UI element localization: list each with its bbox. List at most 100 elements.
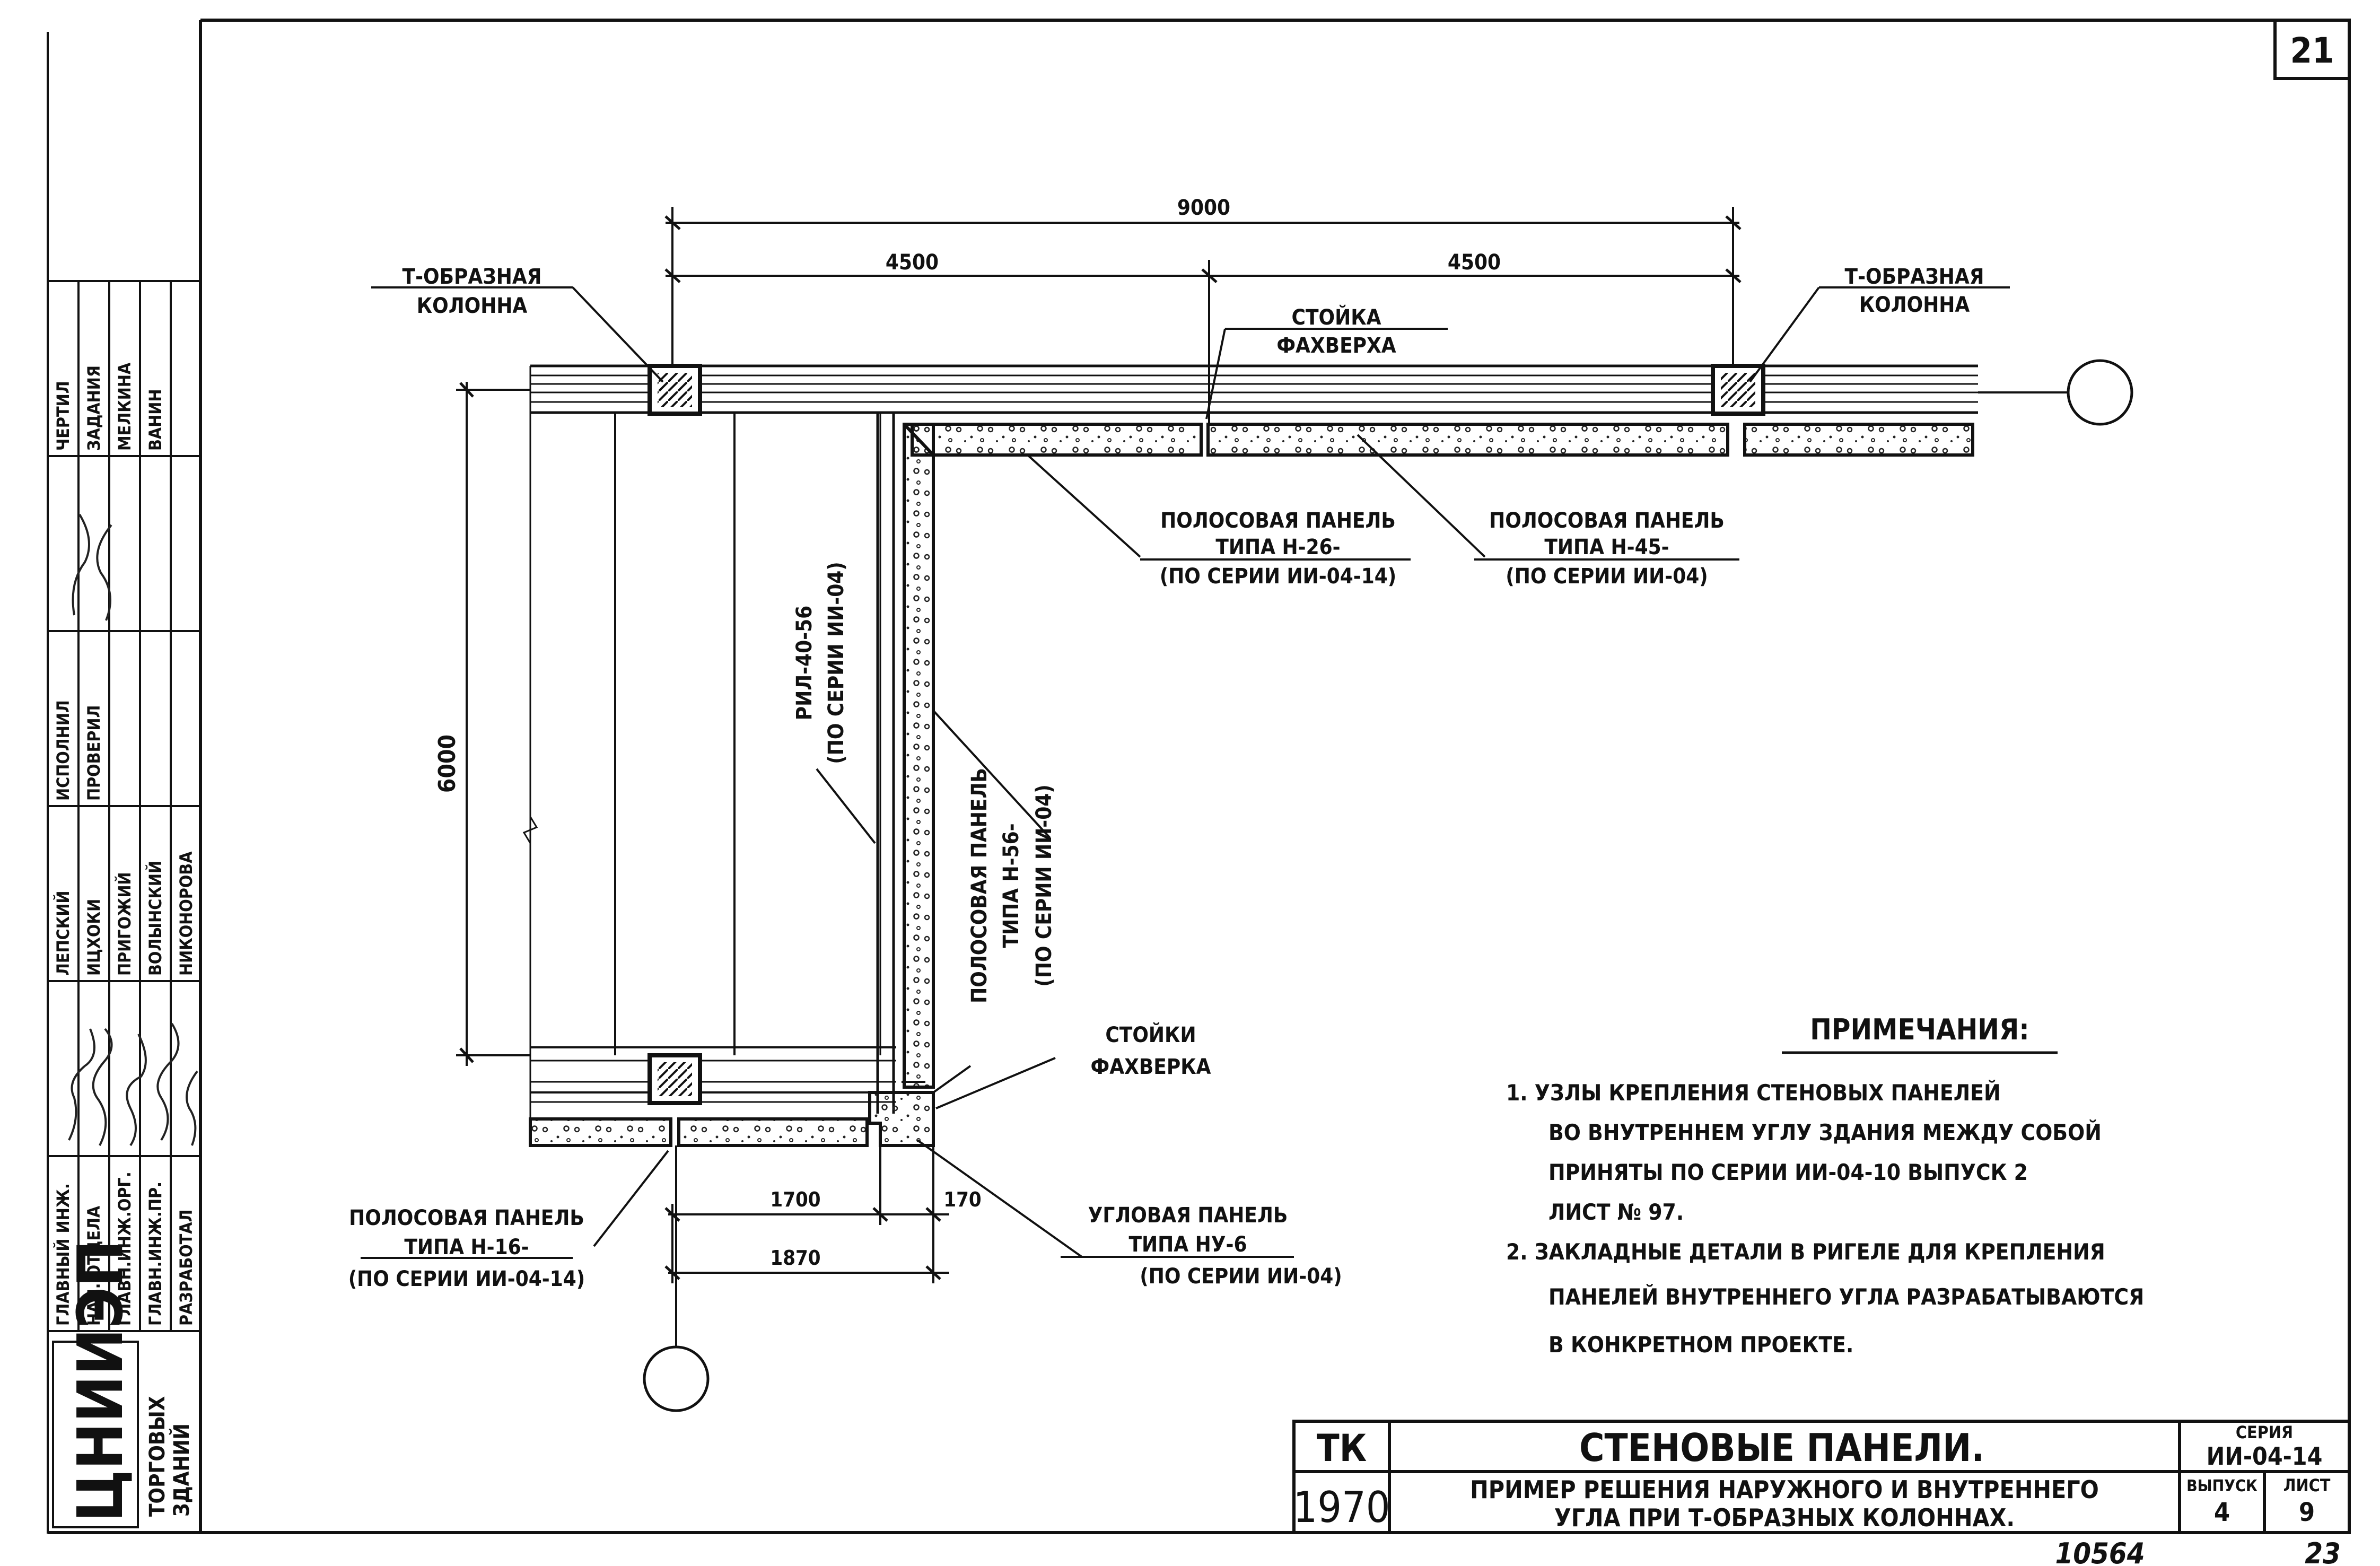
- stamp-role: ПРОВЕРИЛ: [84, 705, 104, 801]
- label-stoika-top-2: ФАХВЕРХА: [1276, 334, 1396, 358]
- label-h16-2: ТИПА Н-16-: [404, 1235, 529, 1259]
- stamp-name: ВАНИН: [145, 389, 165, 451]
- org-sub-2: ЗДАНИЙ: [169, 1423, 194, 1517]
- corner-panel-nu6: [868, 1081, 935, 1147]
- title-block: [1292, 1420, 2351, 1534]
- top-outer-panels: [911, 423, 1974, 457]
- label-h56-1: ПОЛОСОВАЯ ПАНЕЛЬ: [967, 768, 992, 1003]
- label-h45-1: ПОЛОСОВАЯ ПАНЕЛЬ: [1489, 509, 1725, 533]
- axis-marker-bottom: [643, 1345, 710, 1412]
- label-h45-2: ТИПА Н-45-: [1544, 535, 1669, 559]
- dim-left-span: 4500: [886, 250, 939, 275]
- top-wall-lines: [530, 364, 2068, 414]
- notes-title: ПРИМЕЧАНИЯ:: [1810, 1013, 2029, 1046]
- panel-top-right: [1743, 423, 1974, 457]
- t-column-right: [1711, 364, 1765, 416]
- sheet-value: 9: [2299, 1498, 2315, 1527]
- stamp-role: ИСПОЛНИЛ: [53, 700, 73, 801]
- label-h16-1: ПОЛОСОВАЯ ПАНЕЛЬ: [349, 1206, 584, 1230]
- label-rigel-2: (ПО СЕРИИ ИИ-04): [824, 562, 848, 764]
- title-block-subtitle-2: УГЛА ПРИ Т-ОБРАЗНЫХ КОЛОННАХ.: [1554, 1503, 2015, 1532]
- dim-total: 9000: [1177, 196, 1230, 220]
- org-logo-text: ЦНИИЭП: [64, 1240, 137, 1522]
- title-block-code: ТК: [1317, 1427, 1367, 1470]
- stamp-role: ЗАДАНИЯ: [84, 365, 104, 451]
- issue-value: 4: [2214, 1498, 2230, 1527]
- dim-bottom-total: 1870: [770, 1246, 820, 1270]
- note-line: ЛИСТ № 97.: [1548, 1199, 1684, 1225]
- side-stamp: [47, 280, 202, 1534]
- label-t-column-right-2: КОЛОННА: [1859, 293, 1970, 317]
- page-number: 23: [2305, 1537, 2341, 1566]
- label-rigel-1: РИЛ-40-56: [792, 606, 817, 720]
- label-h26-3: (ПО СЕРИИ ИИ-04-14): [1160, 564, 1397, 589]
- issue-label: ВЫПУСК: [2186, 1477, 2258, 1495]
- stamp-name: ИЦХОКИ: [84, 899, 104, 976]
- stamp-name: ПРИГОЖИЙ: [115, 872, 135, 976]
- stamp-role: РАЗРАБОТАЛ: [176, 1210, 196, 1326]
- label-h45-3: (ПО СЕРИИ ИИ-04): [1506, 564, 1708, 589]
- panel-h26-top: [911, 423, 1203, 457]
- label-h56-3: (ПО СЕРИИ ИИ-04): [1032, 784, 1056, 986]
- stamp-role: ЧЕРТИЛ: [53, 381, 73, 451]
- t-column-bottom: [648, 1053, 702, 1105]
- leader-lines: [371, 286, 2010, 1258]
- rigel-beam: [876, 414, 895, 1114]
- label-corner-3: (ПО СЕРИИ ИИ-04): [1140, 1264, 1342, 1289]
- label-stoiki-bottom-1: СТОЙКИ: [1105, 1022, 1196, 1047]
- series-value: ИИ-04-14: [2207, 1442, 2323, 1471]
- dimension-lines: [456, 207, 1742, 1283]
- note-line: ВО ВНУТРЕННЕМ УГЛУ ЗДАНИЯ МЕЖДУ СОБОЙ: [1548, 1119, 2102, 1145]
- panel-bottom-left: [529, 1117, 672, 1147]
- label-t-column-right-1: Т-ОБРАЗНАЯ: [1845, 265, 1984, 289]
- drawing-labels: Т-ОБРАЗНАЯ КОЛОННА Т-ОБРАЗНАЯ КОЛОННА СТ…: [348, 265, 1984, 1291]
- stamp-name: НИКОНОРОВА: [176, 851, 196, 976]
- title-block-subtitle-1: ПРИМЕР РЕШЕНИЯ НАРУЖНОГО И ВНУТРЕННЕГО: [1470, 1475, 2099, 1504]
- label-h26-2: ТИПА Н-26-: [1215, 535, 1340, 559]
- stamp-role: НАЧ. ОТДЕЛА: [84, 1205, 104, 1326]
- t-column-left: [648, 364, 702, 416]
- label-stoika-top-1: СТОЙКА: [1292, 304, 1381, 330]
- stamp-role: ГЛАВНЫЙ ИНЖ.: [53, 1183, 73, 1326]
- side-stamp-roles: ГЛАВНЫЙ ИНЖ. НАЧ. ОТДЕЛА ГЛАВН.ИНЖ.ОРГ. …: [53, 365, 196, 1326]
- corner-chamfer: [903, 423, 935, 457]
- label-corner-1: УГЛОВАЯ ПАНЕЛЬ: [1088, 1203, 1288, 1228]
- handwritten-signatures: [68, 513, 198, 1147]
- title-block-year: 1970: [1293, 1483, 1390, 1532]
- label-h16-3: (ПО СЕРИИ ИИ-04-14): [348, 1267, 585, 1291]
- label-h56-2: ТИПА Н-56-: [999, 823, 1023, 948]
- dim-bottom-corner: 170: [943, 1188, 981, 1211]
- label-underlines: [361, 558, 1739, 1259]
- org-sub-1: ТОРГОВЫХ: [145, 1396, 170, 1517]
- archive-number: 10564: [2055, 1537, 2145, 1566]
- dim-height: 6000: [434, 734, 461, 793]
- stamp-name: ВОЛЫНСКИЙ: [145, 861, 165, 976]
- label-corner-2: ТИПА НУ-6: [1128, 1232, 1247, 1257]
- dim-right-span: 4500: [1448, 250, 1501, 275]
- note-line: 2. ЗАКЛАДНЫЕ ДЕТАЛИ В РИГЕЛЕ ДЛЯ КРЕПЛЕН…: [1506, 1239, 2105, 1265]
- label-h26-1: ПОЛОСОВАЯ ПАНЕЛЬ: [1160, 509, 1396, 533]
- axis-marker-right: [2067, 359, 2133, 426]
- bottom-outer-panels: [529, 1117, 869, 1147]
- side-stamp-names: ЛЕПСКИЙ ИЦХОКИ ПРИГОЖИЙ ВОЛЫНСКИЙ НИКОНО…: [53, 362, 196, 976]
- inner-vertical-panel: [903, 423, 935, 1089]
- label-stoiki-bottom-2: ФАХВЕРКА: [1091, 1055, 1211, 1079]
- floor-plan-lines: [529, 366, 896, 1145]
- stamp-role: ГЛАВН.ИНЖ.ПР.: [145, 1182, 165, 1326]
- stamp-name: ЛЕПСКИЙ: [53, 890, 73, 976]
- title-block-title: СТЕНОВЫЕ ПАНЕЛИ.: [1579, 1425, 1984, 1470]
- sheet-label: ЛИСТ: [2283, 1475, 2331, 1495]
- panel-h56: [903, 423, 935, 1089]
- note-line: ПРИНЯТЫ ПО СЕРИИ ИИ-04-10 ВЫПУСК 2: [1548, 1159, 2028, 1185]
- label-t-column-left-2: КОЛОННА: [417, 294, 528, 318]
- notes: ПРИМЕЧАНИЯ: 1. УЗЛЫ КРЕПЛЕНИЯ СТЕНОВЫХ П…: [1506, 1013, 2144, 1358]
- stamp-name: МЕЛКИНА: [115, 362, 135, 451]
- label-t-column-left-1: Т-ОБРАЗНАЯ: [402, 265, 542, 289]
- org-logo: ЦНИИЭП ТОРГОВЫХ ЗДАНИЙ: [52, 1240, 194, 1528]
- series-label: СЕРИЯ: [2236, 1422, 2293, 1442]
- panel-h16-bottom: [677, 1117, 869, 1147]
- sheet-number: 21: [2290, 30, 2334, 71]
- note-line: В КОНКРЕТНОМ ПРОЕКТЕ.: [1548, 1332, 1853, 1358]
- note-line: ПАНЕЛЕЙ ВНУТРЕННЕГО УГЛА РАЗРАБАТЫВАЮТСЯ: [1548, 1283, 2144, 1310]
- dim-bottom-panel: 1700: [770, 1188, 820, 1211]
